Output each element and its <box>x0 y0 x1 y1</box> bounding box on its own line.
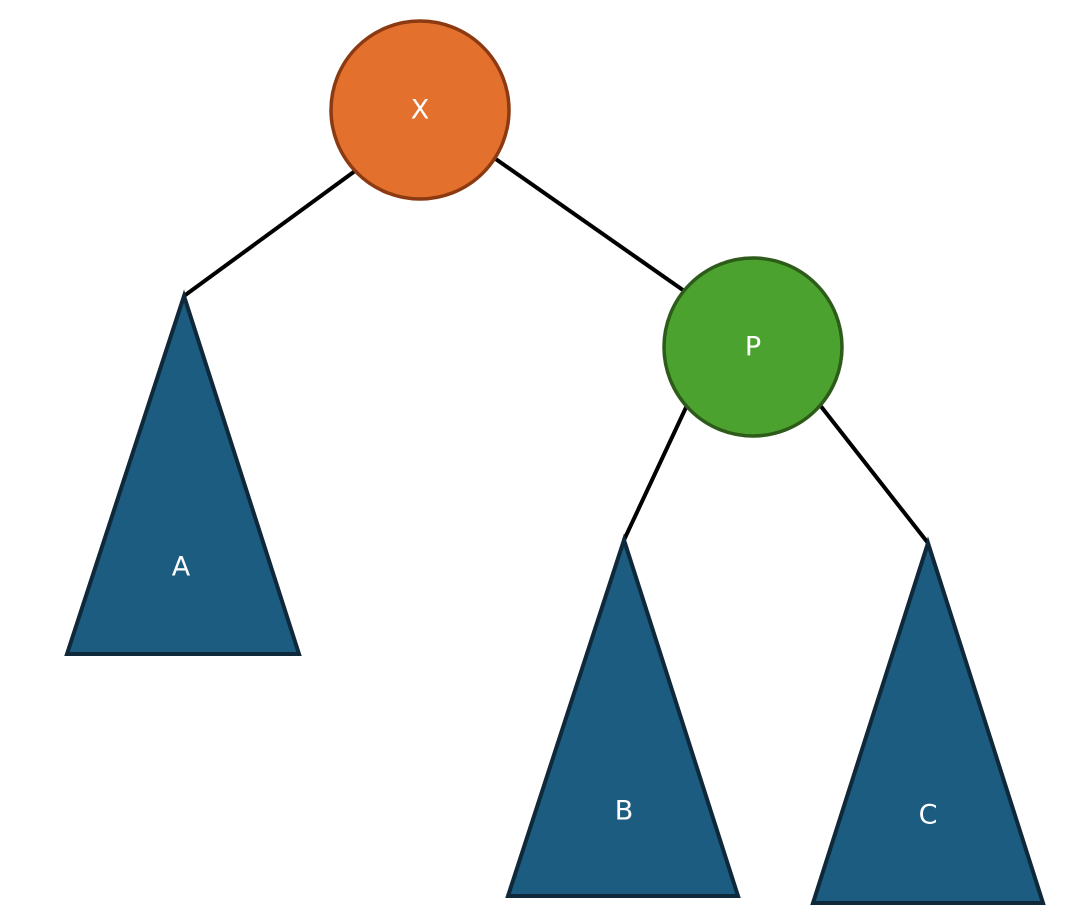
subtree-label-c: C <box>919 800 938 831</box>
node-label-x: X <box>411 95 430 126</box>
node-group <box>329 19 844 438</box>
node-circle-p[interactable] <box>662 256 844 438</box>
edge-group <box>182 153 930 545</box>
node-circle-x[interactable] <box>329 19 511 201</box>
subtree-label-group: A B C <box>172 552 938 831</box>
subtree-label-b: B <box>615 796 634 827</box>
edge-p-to-b <box>622 400 691 541</box>
edge-p-to-c <box>814 398 930 545</box>
subtree-triangle-c[interactable] <box>810 536 1046 905</box>
subtree-label-a: A <box>172 552 191 583</box>
subtree-triangle-a[interactable] <box>64 289 302 656</box>
node-label-group: X P <box>411 95 761 363</box>
node-label-p: P <box>745 332 761 363</box>
subtree-triangle-b[interactable] <box>505 533 741 898</box>
edge-x-to-p <box>488 153 692 297</box>
subtree-group <box>64 289 1046 905</box>
edge-x-to-a <box>182 169 357 298</box>
